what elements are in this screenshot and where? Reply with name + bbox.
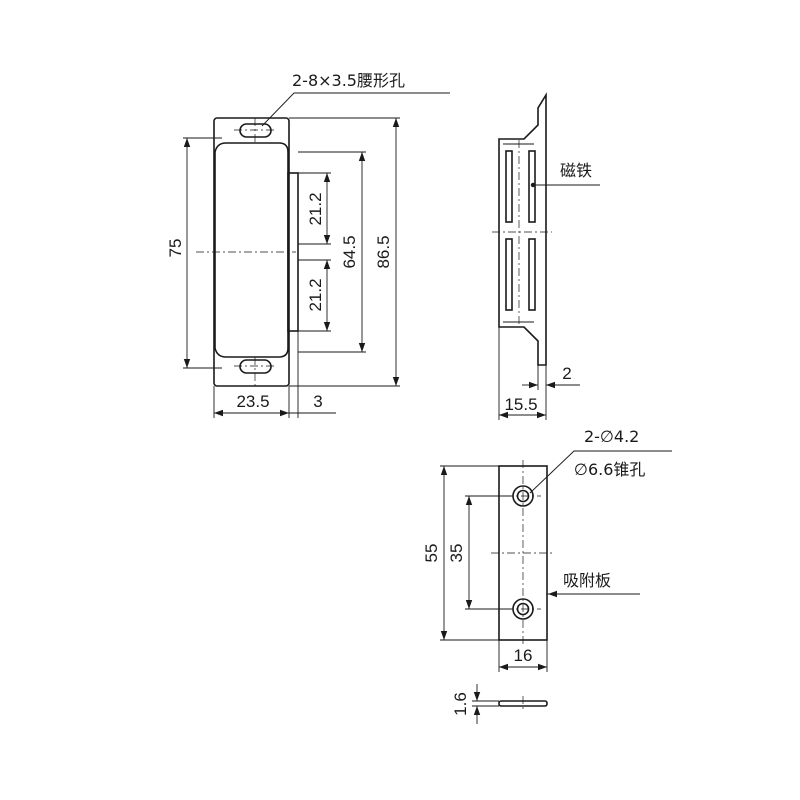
- magnet-leader-dot: [530, 182, 536, 188]
- side-view: 磁铁 2 15.5: [492, 92, 600, 420]
- dim-2-label: 2: [562, 364, 571, 383]
- upper-countersink-inner: [516, 489, 530, 503]
- holes-callout-label: 2-∅4.2: [584, 427, 639, 446]
- slots-leader-line: [261, 92, 450, 127]
- magnet-slot-1: [505, 150, 513, 223]
- plate-view: 2-∅4.2 ∅6.6锥孔 吸附板 55 35 16: [422, 427, 672, 672]
- magnet-label: 磁铁: [560, 161, 592, 180]
- lower-countersink-inner: [516, 602, 530, 616]
- dim-16-label: 16: [514, 646, 533, 665]
- dim-64-5-label: 64.5: [340, 235, 359, 268]
- dim-upper-21-2-label: 21.2: [306, 192, 325, 225]
- dim-35-label: 35: [447, 544, 466, 563]
- front-housing-body: [214, 142, 289, 358]
- magnet-slot-2: [528, 150, 536, 223]
- dim-15-5-label: 15.5: [504, 395, 537, 414]
- lower-slot-hole: [239, 359, 272, 374]
- upper-slot-hole: [239, 123, 272, 138]
- side-profile-outline: [498, 92, 547, 366]
- dim-23-5-label: 23.5: [236, 392, 269, 411]
- thickness-view: 1.6: [451, 684, 548, 724]
- magnet-slot-3: [505, 238, 513, 311]
- magnet-slot-4: [528, 238, 536, 311]
- dim-lower-21-2-label: 21.2: [306, 278, 325, 311]
- dim-55-label: 55: [422, 544, 441, 563]
- dim-86-5-label: 86.5: [374, 235, 393, 268]
- countersink-callout-label: ∅6.6锥孔: [574, 460, 645, 479]
- front-view: 2-8×3.5腰形孔 75 86.5 64.5 21.2 21.2 23.5: [166, 71, 450, 418]
- plate-label: 吸附板: [563, 571, 611, 590]
- slots-callout-label: 2-8×3.5腰形孔: [292, 71, 405, 90]
- dim-75-label: 75: [166, 239, 185, 258]
- holes-leader-line: [529, 450, 672, 494]
- dim-3-label: 3: [313, 392, 322, 411]
- dim-1-6-label: 1.6: [451, 692, 470, 716]
